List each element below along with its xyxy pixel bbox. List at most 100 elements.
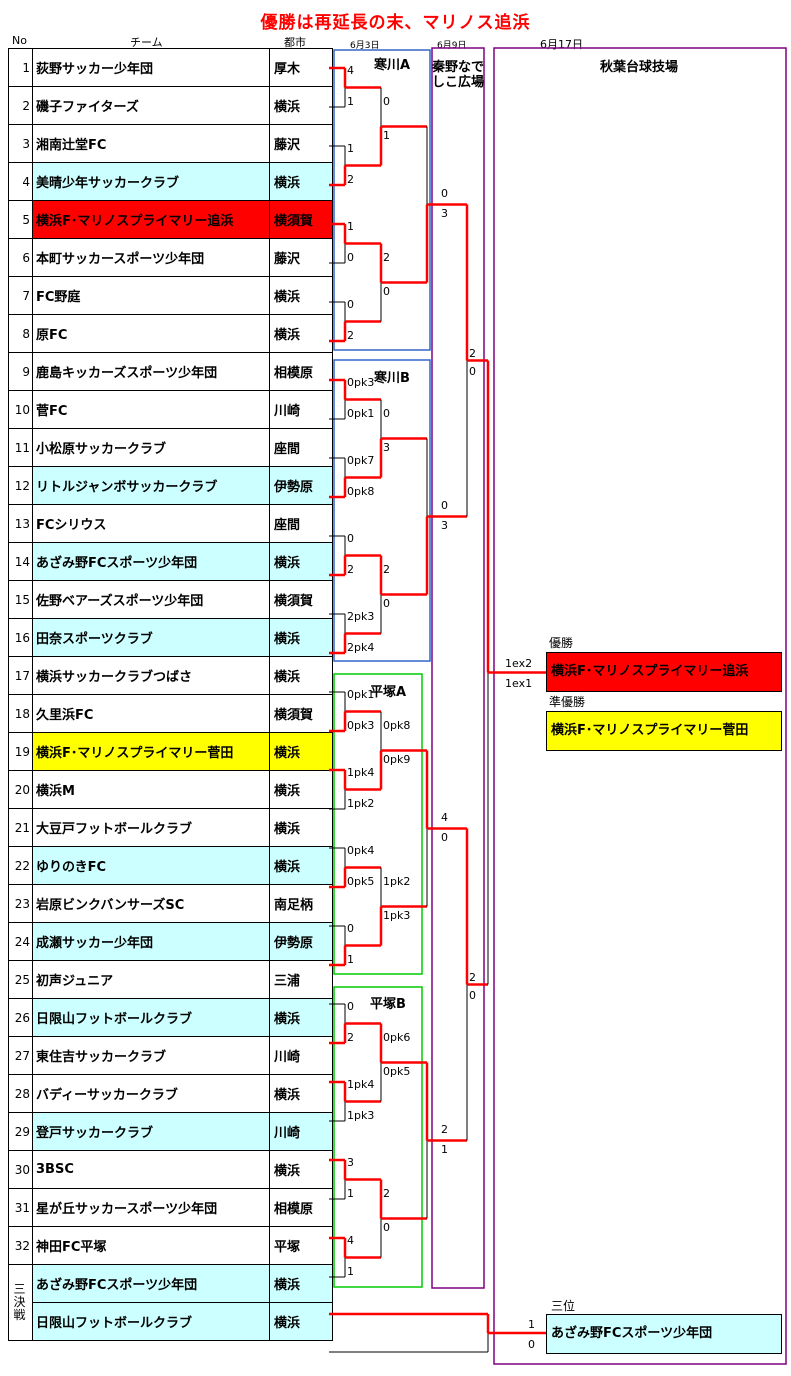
- venue-box-akiba: [493, 47, 787, 1365]
- team-number: 13: [8, 504, 33, 543]
- r2-score: 0: [383, 596, 390, 610]
- r2-score: 0: [383, 284, 390, 298]
- qf-score: 0: [441, 498, 448, 512]
- team-number: 10: [8, 390, 33, 429]
- third-place-score: 0: [528, 1338, 535, 1351]
- final-score: 1ex1: [505, 676, 533, 690]
- team-number: 6: [8, 238, 33, 277]
- team-city: 横浜: [269, 1302, 333, 1341]
- venue-label-hiratsuka-a: 平塚A: [370, 685, 407, 700]
- team-city: 横浜: [269, 162, 333, 201]
- team-city: 川崎: [269, 390, 333, 429]
- qf-score: 1: [441, 1142, 448, 1156]
- qf-score: 4: [441, 810, 448, 824]
- page-title: 優勝は再延長の末、マリノス追浜: [260, 13, 531, 33]
- team-city: 厚木: [269, 48, 333, 87]
- r1-score: 2pk4: [347, 641, 375, 654]
- r2-score: 0: [383, 406, 390, 420]
- r2-score: 0: [383, 94, 390, 108]
- qf-score: 0: [441, 186, 448, 200]
- third-place-score: 1: [528, 1318, 535, 1331]
- team-number: 7: [8, 276, 33, 315]
- team-name: ゆりのきFC: [32, 846, 270, 885]
- team-name: 美晴少年サッカークラブ: [32, 162, 270, 201]
- r2-score: 0pk8: [383, 718, 411, 732]
- team-city: 横浜: [269, 656, 333, 695]
- team-city: 横浜: [269, 1074, 333, 1113]
- team-name: 神田FC平塚: [32, 1226, 270, 1265]
- team-number: 27: [8, 1036, 33, 1075]
- third-place-row: 三決戦あざみ野FCスポーツ少年団横浜: [8, 1264, 333, 1341]
- team-city: 伊勢原: [269, 922, 333, 961]
- team-name: 登戸サッカークラブ: [32, 1112, 270, 1151]
- team-city: 横須賀: [269, 200, 333, 239]
- team-name: 田奈スポーツクラブ: [32, 618, 270, 657]
- team-number: 9: [8, 352, 33, 391]
- venue-box-hadano: [431, 47, 485, 1289]
- r1-score: 1: [347, 220, 354, 233]
- r1-score: 2: [347, 329, 354, 342]
- r2-score: 2: [383, 1186, 390, 1200]
- team-city: 座間: [269, 428, 333, 467]
- team-name: 成瀬サッカー少年団: [32, 922, 270, 961]
- team-name: 鹿島キッカーズスポーツ少年団: [32, 352, 270, 391]
- r1-score: 1: [347, 1187, 354, 1200]
- team-name: 荻野サッカー少年団: [32, 48, 270, 87]
- team-name: 星が丘サッカースポーツ少年団: [32, 1188, 270, 1227]
- team-city: 横浜: [269, 1264, 333, 1303]
- venue-box-hiratsuka-a: [333, 673, 423, 975]
- r2-score: 2: [383, 562, 390, 576]
- r1-score: 1: [347, 95, 354, 108]
- team-city: 横須賀: [269, 580, 333, 619]
- team-city: 横浜: [269, 86, 333, 125]
- r1-score: 1: [347, 142, 354, 155]
- r1-score: 2pk3: [347, 610, 375, 623]
- r1-score: 3: [347, 1156, 354, 1169]
- r1-score: 4: [347, 1234, 354, 1247]
- r2-score: 3: [383, 440, 390, 454]
- team-name: 久里浜FC: [32, 694, 270, 733]
- team-city: 平塚: [269, 1226, 333, 1265]
- header-no: No: [12, 34, 27, 47]
- venue-box-samukawa-b: [333, 359, 431, 662]
- team-number: 16: [8, 618, 33, 657]
- team-number: 28: [8, 1074, 33, 1113]
- team-name: バディーサッカークラブ: [32, 1074, 270, 1113]
- runnerup-box: 横浜F･マリノスプライマリー菅田: [546, 711, 782, 751]
- third-box: あざみ野FCスポーツ少年団: [546, 1314, 782, 1354]
- team-city: 藤沢: [269, 124, 333, 163]
- qf-score: 2: [441, 1122, 448, 1136]
- team-name: 3BSC: [32, 1150, 270, 1189]
- header-city: 都市: [284, 36, 306, 49]
- r1-score: 1: [347, 953, 354, 966]
- team-city: 相模原: [269, 1188, 333, 1227]
- qf-score: 0: [441, 830, 448, 844]
- sf-score: 0: [469, 988, 476, 1002]
- r1-score: 1pk2: [347, 797, 375, 810]
- team-name: あざみ野FCスポーツ少年団: [32, 542, 270, 581]
- venue-label-hiratsuka-b: 平塚B: [370, 997, 406, 1012]
- team-city: 横浜: [269, 808, 333, 847]
- team-number: 3: [8, 124, 33, 163]
- header-date-r1: 6月3日: [350, 41, 380, 51]
- team-city: 横浜: [269, 542, 333, 581]
- champion-box: 横浜F･マリノスプライマリー追浜: [546, 652, 782, 692]
- r1-score: 1pk3: [347, 1109, 375, 1122]
- r1-score: 0pk1: [347, 688, 375, 701]
- team-city: 相模原: [269, 352, 333, 391]
- team-name: 原FC: [32, 314, 270, 353]
- team-number: 5: [8, 200, 33, 239]
- runnerup-label: 準優勝: [549, 695, 586, 709]
